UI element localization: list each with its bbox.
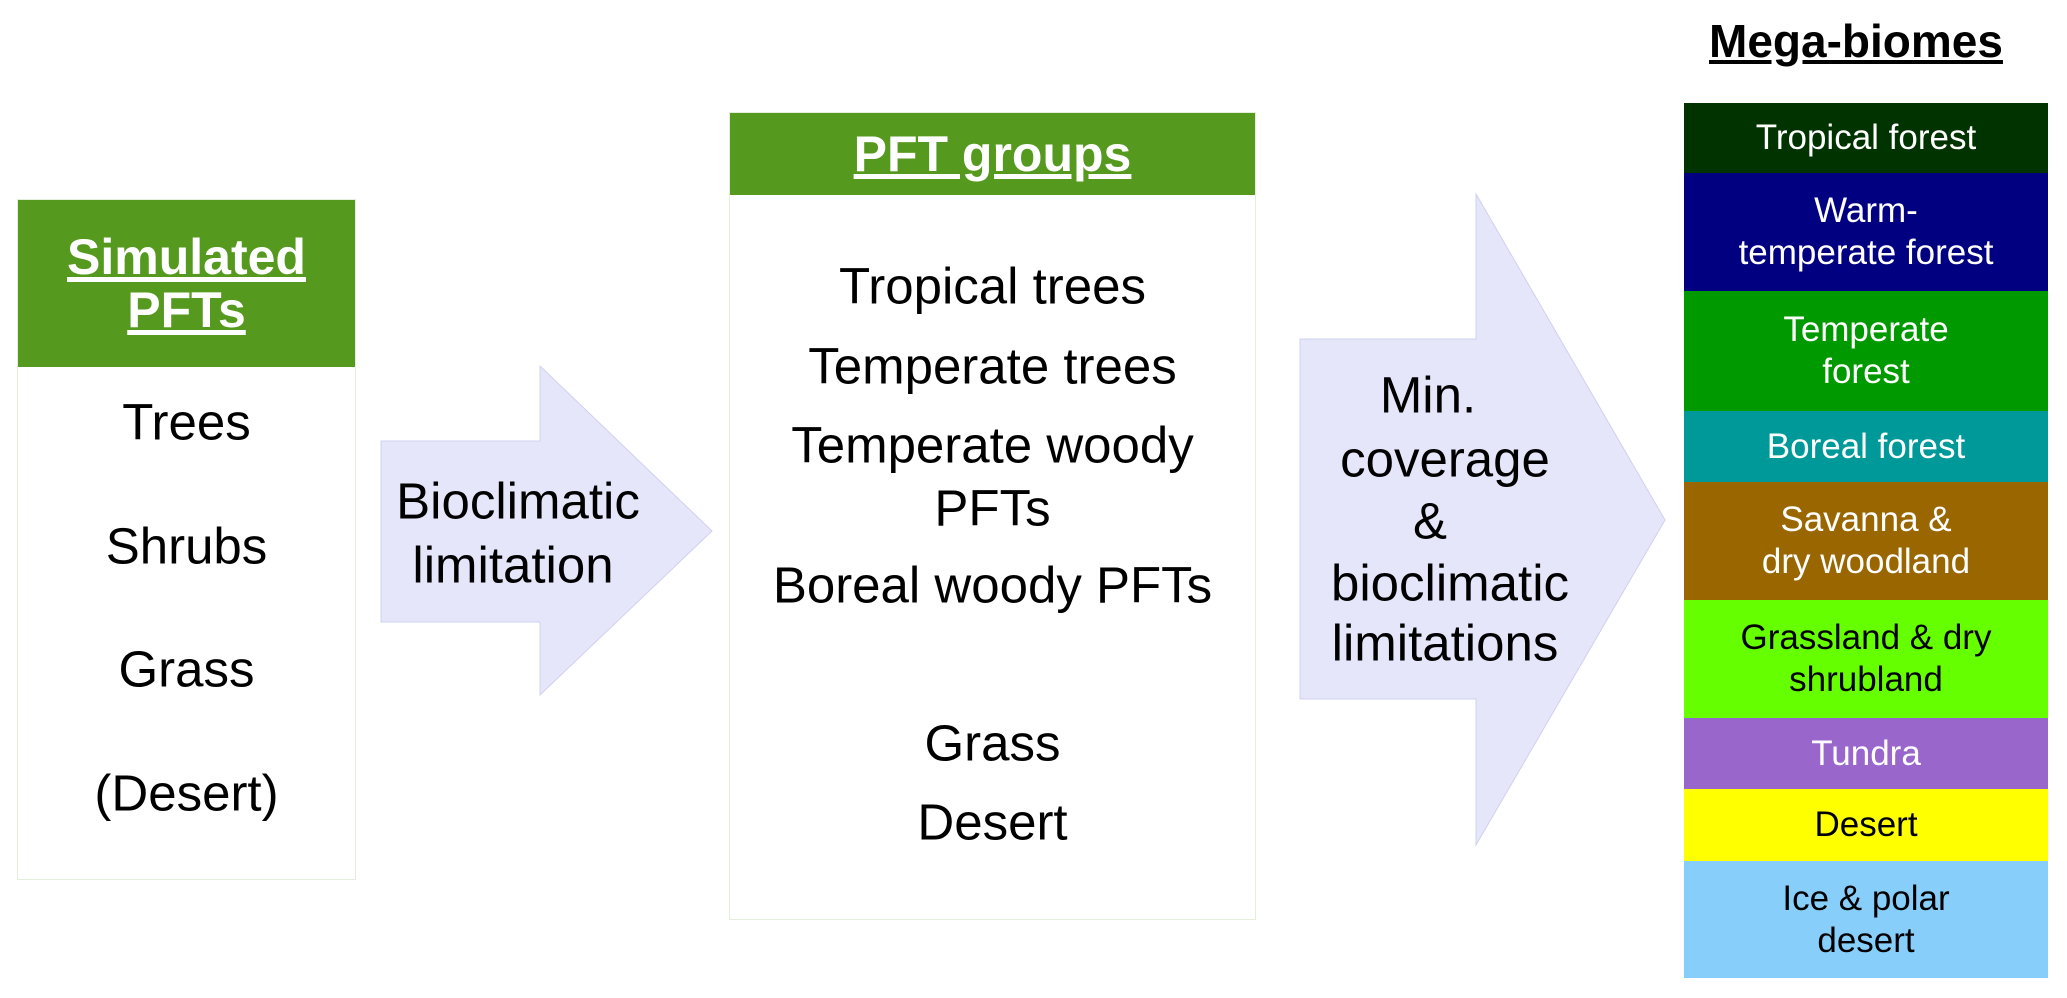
biome-label: Temperate <box>1783 310 1949 349</box>
arrow-bioclimatic-limitation <box>380 364 713 697</box>
biome-label: shrubland <box>1789 660 1943 699</box>
pft-group-item: Boreal woody PFTs <box>772 556 1213 614</box>
pft-group-item: Grass <box>924 714 1061 772</box>
arrow-label: limitation <box>412 536 614 594</box>
arrow-label: bioclimatic <box>1330 554 1570 612</box>
pft-group-item: Tropical trees <box>838 257 1147 315</box>
pft-item: (Desert) <box>94 764 279 822</box>
biome-row: Tundra <box>1684 718 2048 789</box>
biome-row: Tropical forest <box>1684 103 2048 173</box>
biome-row: Desert <box>1684 789 2048 861</box>
header-line: PFTs <box>127 281 246 338</box>
arrow-label: Bioclimatic <box>396 472 640 530</box>
biome-label: Desert <box>1814 805 1918 844</box>
biome-label: dry woodland <box>1761 542 1971 581</box>
pft-item: Grass <box>118 640 255 698</box>
pft-group-item: PFTs <box>934 479 1051 537</box>
arrow-label: coverage <box>1340 430 1550 488</box>
biome-label: Tropical forest <box>1755 118 1977 157</box>
pft-group-item: Desert <box>917 793 1068 851</box>
biome-row: Warm-temperate forest <box>1684 173 2048 291</box>
header-line: Simulated <box>67 229 306 285</box>
pft-group-item: Temperate trees <box>808 337 1177 395</box>
biome-label: Ice & polar <box>1782 878 1950 918</box>
biome-label: Tundra <box>1811 733 1921 773</box>
header-text: PFT groups <box>853 125 1132 182</box>
biome-label: temperate forest <box>1738 233 1994 272</box>
arrow-min-coverage <box>1299 192 1666 847</box>
arrow-label: limitations <box>1331 614 1559 672</box>
pft-item: Trees <box>122 393 251 451</box>
biome-label: Boreal forest <box>1766 426 1966 466</box>
biome-label: Warm- <box>1814 191 1918 230</box>
biome-row: Savanna &dry woodland <box>1684 482 2048 600</box>
biome-label: forest <box>1822 352 1910 391</box>
arrow-label: Min. <box>1379 366 1477 424</box>
biome-row: Boreal forest <box>1684 411 2048 482</box>
mega-biomes-title: Mega-biomes <box>1709 15 2003 67</box>
simulated-pfts-box: Simulated PFTs Trees Shrubs Grass (Deser… <box>17 199 356 880</box>
biome-label: desert <box>1817 920 1915 960</box>
pft-groups-header: PFT groups <box>730 113 1255 195</box>
pft-item: Shrubs <box>105 517 268 575</box>
biome-label: Grassland & dry <box>1740 618 1992 657</box>
simulated-pfts-header: Simulated PFTs <box>18 200 355 367</box>
arrow-label: & <box>1412 492 1448 550</box>
biome-label: Savanna & <box>1780 500 1952 539</box>
pft-group-item: Temperate woody <box>791 416 1194 474</box>
pft-groups-box: PFT groups Tropical trees Temperate tree… <box>729 112 1256 920</box>
